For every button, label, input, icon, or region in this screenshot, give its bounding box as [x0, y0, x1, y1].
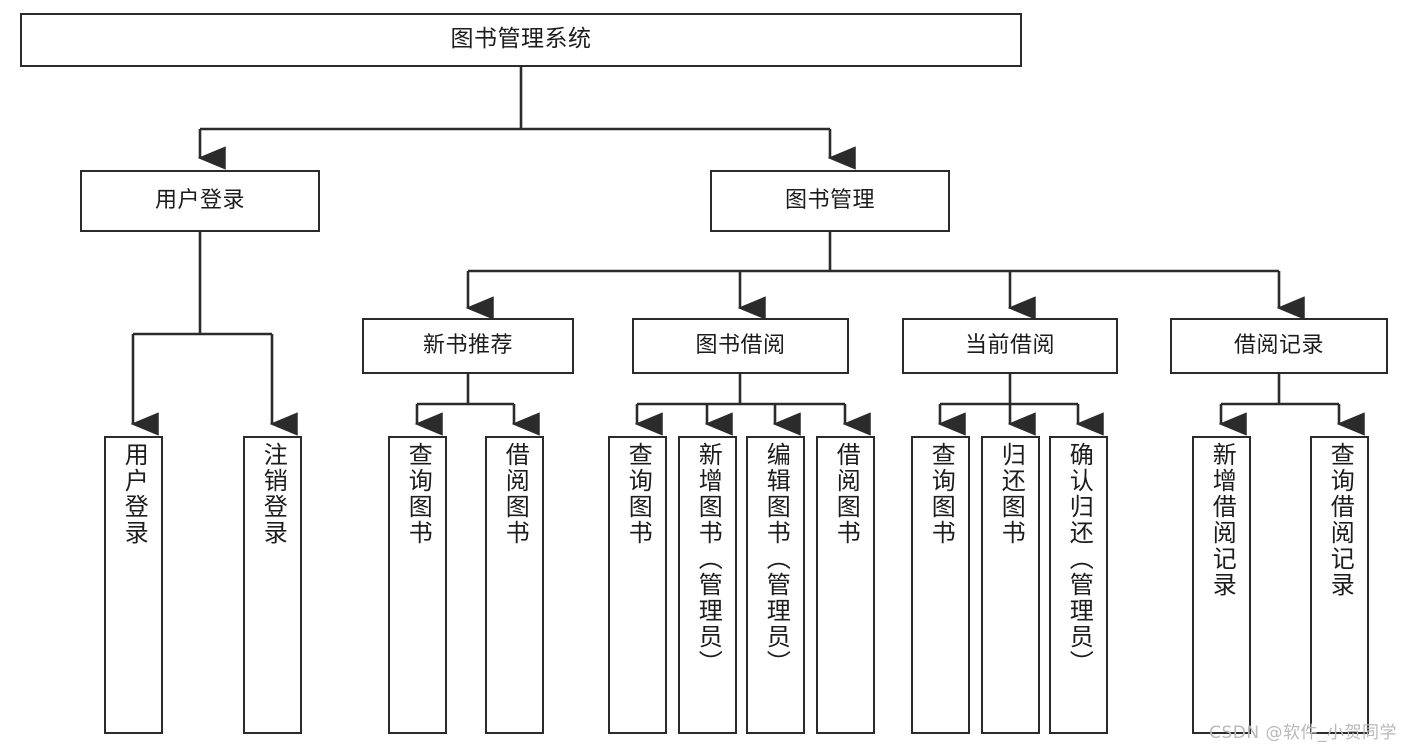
- node-label: 查询图书: [927, 442, 956, 546]
- node-label: 借阅图书: [501, 442, 530, 546]
- node-label: 编辑图书（管理员）: [762, 442, 791, 676]
- leaf-new-book-borrow[interactable]: 借阅图书: [485, 436, 544, 734]
- watermark-text: CSDN @软件_小贺同学: [1209, 723, 1397, 743]
- node-book-management[interactable]: 图书管理: [710, 170, 950, 232]
- leaf-user-login-signin[interactable]: 用户登录: [104, 436, 163, 734]
- leaf-current-return-book[interactable]: 归还图书: [981, 436, 1040, 734]
- node-label: 图书借阅: [695, 332, 786, 358]
- node-label: 查询图书: [404, 442, 433, 546]
- leaf-current-query-book[interactable]: 查询图书: [911, 436, 970, 734]
- node-label: 图书管理: [784, 187, 875, 213]
- node-label: 新增借阅记录: [1208, 442, 1237, 598]
- leaf-borrow-borrow-book[interactable]: 借阅图书: [816, 436, 875, 734]
- node-root-system[interactable]: 图书管理系统: [20, 13, 1022, 67]
- node-borrow-records[interactable]: 借阅记录: [1170, 318, 1388, 374]
- leaf-borrow-query-book[interactable]: 查询图书: [608, 436, 667, 734]
- leaf-current-confirm-return-admin[interactable]: 确认归还（管理员）: [1049, 436, 1108, 734]
- leaf-borrow-edit-book-admin[interactable]: 编辑图书（管理员）: [746, 436, 805, 734]
- node-label: 用户登录: [154, 187, 245, 213]
- node-new-book-recommend[interactable]: 新书推荐: [362, 318, 574, 374]
- leaf-records-add-record[interactable]: 新增借阅记录: [1192, 436, 1251, 734]
- node-label: 查询图书: [624, 442, 653, 546]
- node-label: 归还图书: [997, 442, 1026, 546]
- node-book-borrow[interactable]: 图书借阅: [632, 318, 849, 374]
- node-label: 注销登录: [259, 442, 288, 546]
- node-label: 新增图书（管理员）: [694, 442, 723, 676]
- node-label: 用户登录: [120, 442, 149, 546]
- leaf-records-query-record[interactable]: 查询借阅记录: [1310, 436, 1369, 734]
- node-user-login[interactable]: 用户登录: [80, 170, 320, 232]
- node-label: 新书推荐: [422, 332, 513, 358]
- node-label: 当前借阅: [964, 332, 1055, 358]
- node-label: 借阅记录: [1233, 332, 1324, 358]
- node-label: 图书管理系统: [450, 26, 592, 53]
- leaf-user-login-signout[interactable]: 注销登录: [243, 436, 302, 734]
- leaf-new-book-query[interactable]: 查询图书: [388, 436, 447, 734]
- leaf-borrow-add-book-admin[interactable]: 新增图书（管理员）: [678, 436, 737, 734]
- node-label: 查询借阅记录: [1326, 442, 1355, 598]
- node-label: 借阅图书: [832, 442, 861, 546]
- node-label: 确认归还（管理员）: [1065, 442, 1094, 676]
- node-current-borrow[interactable]: 当前借阅: [902, 318, 1118, 374]
